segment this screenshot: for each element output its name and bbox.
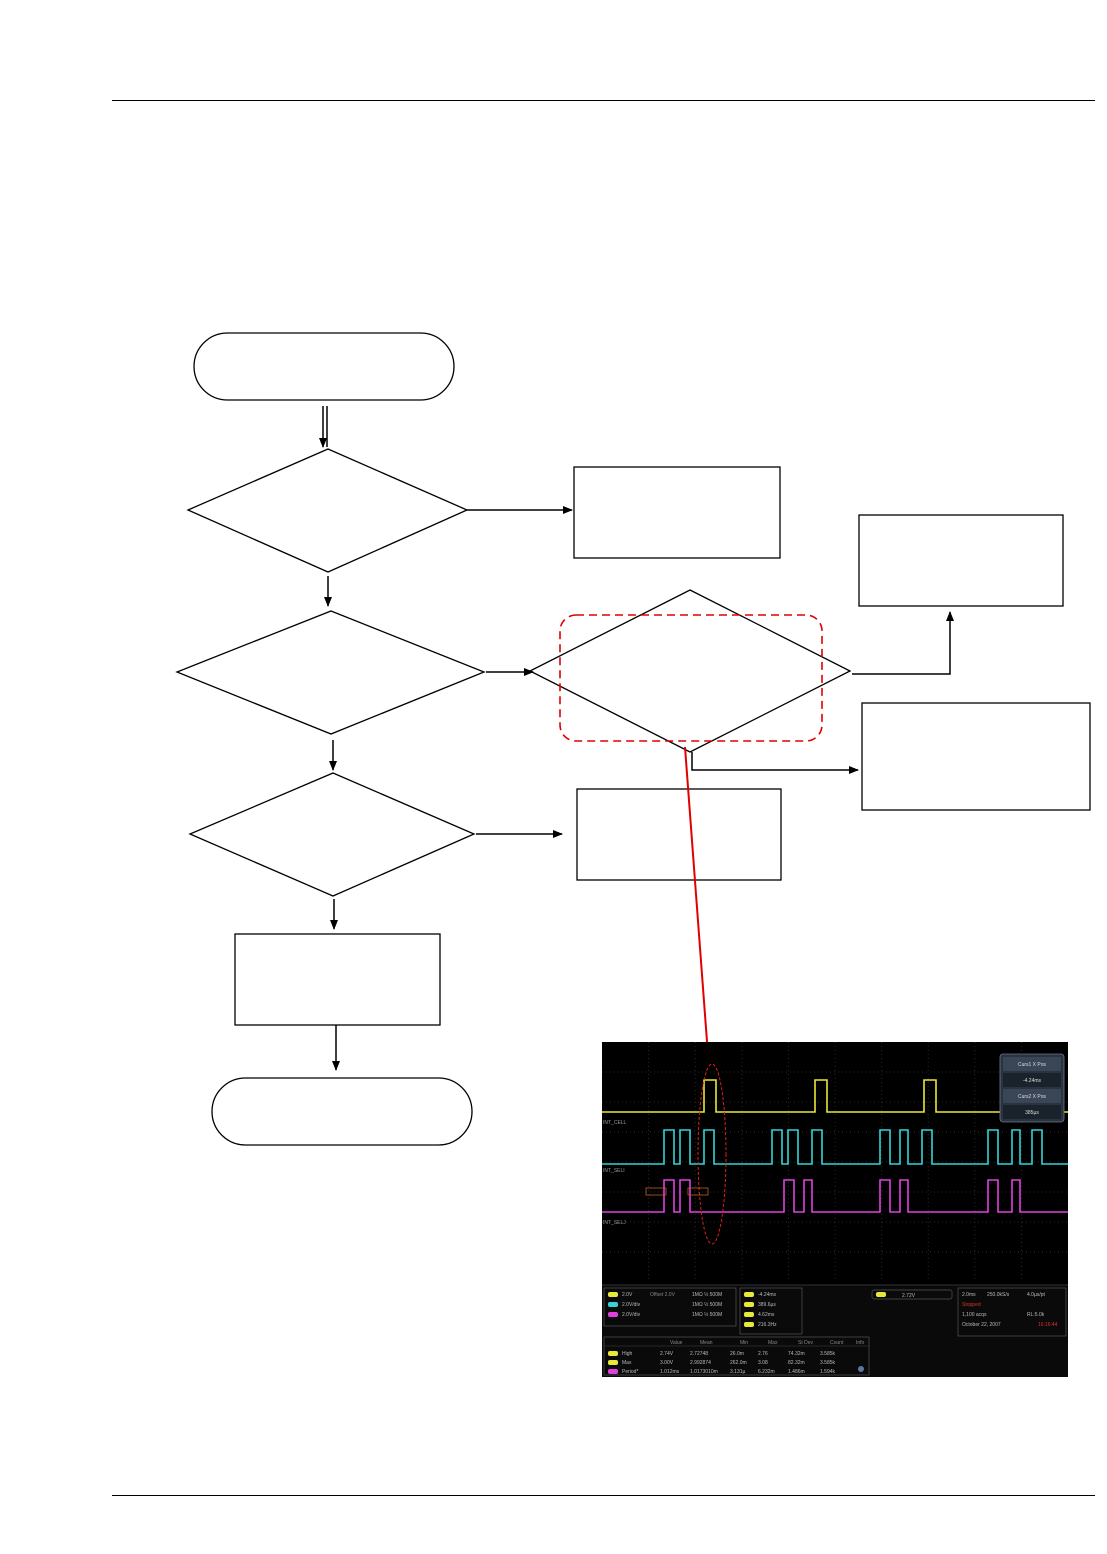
meas-cell: 262.0m xyxy=(730,1360,747,1366)
scope-display: INT_CELL INT_SELI INT_SELJ Curs1 X Pos -4.… xyxy=(602,1042,1068,1377)
meas-cell: 74.32m xyxy=(788,1351,805,1357)
meas-name: Max xyxy=(622,1360,632,1366)
meas-header: Count xyxy=(830,1340,844,1346)
result-box-3 xyxy=(861,702,1091,811)
gear-icon[interactable] xyxy=(858,1366,864,1372)
acq-time: 16:16:44 xyxy=(1038,1322,1058,1328)
meas-header: Max xyxy=(768,1340,778,1346)
header-rule xyxy=(112,100,1095,101)
acq-date: October 22, 2007 xyxy=(962,1322,1001,1328)
meas-cell: 2.74V xyxy=(660,1351,674,1357)
menu-item-1: -4.24ms xyxy=(1023,1078,1042,1084)
arrow-d4-to-box2 xyxy=(852,611,954,675)
acq-timebase: 2.0ms xyxy=(962,1292,976,1298)
meas-name: Period* xyxy=(622,1369,638,1375)
channel-chip xyxy=(608,1360,618,1365)
meas-header: Value xyxy=(670,1340,683,1346)
channel-chip xyxy=(744,1312,754,1317)
process-box-final xyxy=(234,933,441,1026)
meas-header: St Dev xyxy=(798,1340,814,1346)
channel-chip xyxy=(744,1322,754,1327)
cursor-readout: 216.3Hz xyxy=(758,1322,777,1328)
trace-label: INT_SELI xyxy=(603,1168,625,1174)
footer-rule xyxy=(112,1495,1095,1496)
meas-cell: 82.32m xyxy=(788,1360,805,1366)
arrow-d4-to-box3 xyxy=(691,752,859,774)
decision-diamond-3 xyxy=(188,772,476,897)
acq-rate: 250.0kS/s xyxy=(987,1292,1010,1298)
end-terminator xyxy=(211,1077,473,1146)
trace-label: INT_SELJ xyxy=(603,1220,626,1226)
decision-diamond-2 xyxy=(175,610,486,735)
result-box-4 xyxy=(576,788,782,881)
trace-label: INT_CELL xyxy=(603,1120,627,1126)
ch3-tag-1 xyxy=(645,1187,667,1196)
acq-record-length: RL:5.0k xyxy=(1027,1312,1045,1318)
channel-offset: Offset 2.0V xyxy=(650,1292,676,1298)
meas-cell: 2.992874 xyxy=(690,1360,711,1366)
meas-cell: 1.594k xyxy=(820,1369,836,1375)
channel-chip xyxy=(608,1312,618,1317)
channel-chip xyxy=(608,1369,618,1374)
ch2-trace xyxy=(602,1129,1068,1165)
trigger-level: 2.72V xyxy=(902,1293,916,1299)
meas-name: High xyxy=(622,1351,633,1357)
highlight-pulse-ellipse xyxy=(697,1063,727,1245)
highlight-dashed-region xyxy=(559,614,823,742)
scope-traces xyxy=(602,1079,1068,1213)
meas-cell: 3.00V xyxy=(660,1360,674,1366)
meas-cell: 2.76 xyxy=(758,1351,768,1357)
meas-cell: 26.0m xyxy=(730,1351,744,1357)
cursor-menu[interactable]: Curs1 X Pos -4.24ms Curs2 X Pos 385µs xyxy=(999,1053,1065,1123)
meas-cell: 3.585k xyxy=(820,1360,836,1366)
decision-diamond-4 xyxy=(528,589,852,753)
result-box-1 xyxy=(573,466,781,559)
readout-panel: 2.0V Offset 2.0V 1MΩ ½ 500M 2.0V/div 1MΩ ½ 5… xyxy=(602,1284,1068,1377)
meas-cell: 2.72748 xyxy=(690,1351,708,1357)
cursor-readout: -4.24ms xyxy=(758,1292,777,1298)
meas-cell: 3.585k xyxy=(820,1351,836,1357)
channel-bw: 1MΩ ½ 500M xyxy=(692,1311,722,1318)
start-terminator xyxy=(193,332,455,401)
meas-header: Mean xyxy=(700,1340,713,1346)
acq-count: 1,100 acqs xyxy=(962,1312,987,1318)
meas-cell: 3.131µ xyxy=(730,1369,746,1375)
meas-cell: 3.08 xyxy=(758,1360,768,1366)
channel-volts: 2.0V xyxy=(622,1292,633,1298)
meas-header: Info xyxy=(856,1340,865,1346)
oscilloscope-screenshot: INT_CELL INT_SELI INT_SELJ Curs1 X Pos -4.… xyxy=(602,1042,1068,1377)
cursor-readout: 4.62ms xyxy=(758,1312,775,1318)
menu-item-0[interactable]: Curs1 X Pos xyxy=(1018,1062,1047,1068)
ch3-trace xyxy=(602,1179,1068,1213)
meas-header: Min xyxy=(740,1340,748,1346)
menu-item-3: 385µs xyxy=(1025,1110,1039,1116)
channel-chip xyxy=(608,1292,618,1297)
decision-diamond-1 xyxy=(186,448,469,573)
meas-cell: 6.232m xyxy=(758,1369,775,1375)
channel-chip xyxy=(744,1302,754,1307)
channel-bw: 1MΩ ½ 500M xyxy=(692,1301,722,1308)
scope-graticule xyxy=(602,1042,1068,1282)
channel-chip xyxy=(608,1351,618,1356)
ch1-trace xyxy=(602,1079,1068,1113)
menu-item-2[interactable]: Curs2 X Pos xyxy=(1018,1094,1047,1100)
acq-state: Stopped xyxy=(962,1302,981,1308)
result-box-2 xyxy=(858,514,1064,607)
meas-cell: 1.012ms xyxy=(660,1369,680,1375)
channel-chip xyxy=(608,1302,618,1307)
acq-points: 4.0µs/pt xyxy=(1027,1292,1046,1298)
channel-chip xyxy=(744,1292,754,1297)
meas-cell: 1.486m xyxy=(788,1369,805,1375)
ch3-tag-2 xyxy=(687,1187,709,1196)
red-arrow-to-scope xyxy=(684,746,713,1056)
channel-bw: 1MΩ ½ 500M xyxy=(692,1291,722,1298)
channel-volts: 2.0V/div xyxy=(622,1312,641,1318)
channel-volts: 2.0V/div xyxy=(622,1302,641,1308)
channel-chip xyxy=(876,1292,886,1297)
meas-cell: 1.0173010m xyxy=(690,1369,718,1375)
cursor-readout: 389.6µs xyxy=(758,1302,776,1308)
